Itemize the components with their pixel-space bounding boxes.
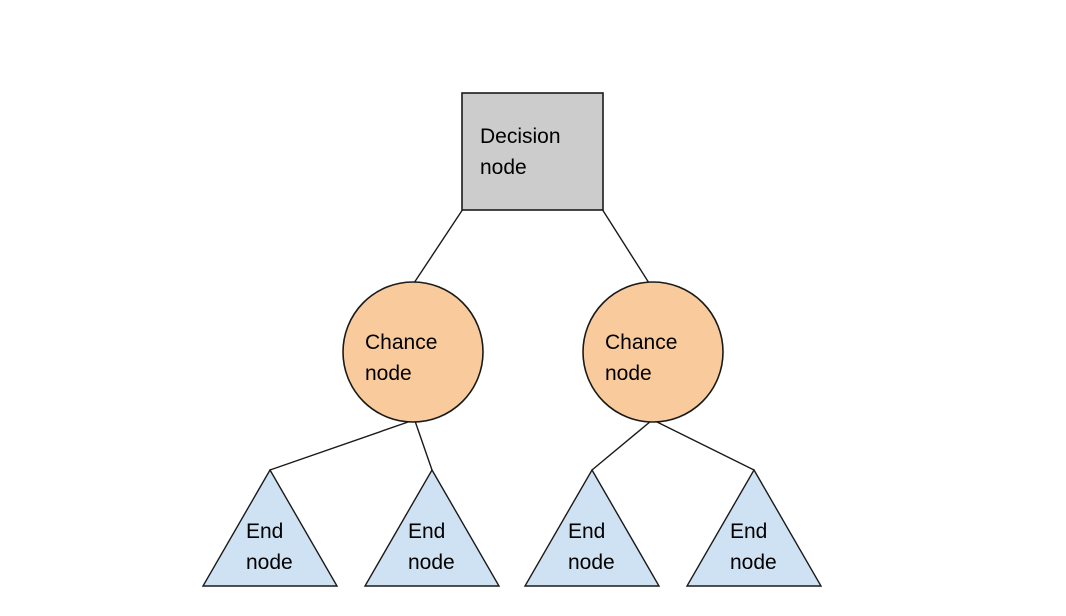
end-node-2-triangle	[363, 468, 501, 587]
edges	[269, 208, 755, 471]
edge-chance-right-to-end-4	[654, 420, 755, 471]
end-node-4-triangle	[685, 468, 823, 587]
edge-chance-right-to-end-3	[591, 420, 652, 471]
end-node-1-triangle	[201, 468, 339, 587]
edge-decision-to-chance-right	[601, 208, 650, 284]
chance-node-left-circle	[342, 281, 484, 423]
end-node-3-triangle	[523, 468, 661, 587]
chance-node-right-circle	[582, 281, 724, 423]
edge-chance-left-to-end-2	[414, 420, 433, 471]
edge-chance-left-to-end-1	[269, 420, 412, 471]
decision-node-square	[461, 92, 604, 211]
edge-decision-to-chance-left	[413, 208, 464, 284]
